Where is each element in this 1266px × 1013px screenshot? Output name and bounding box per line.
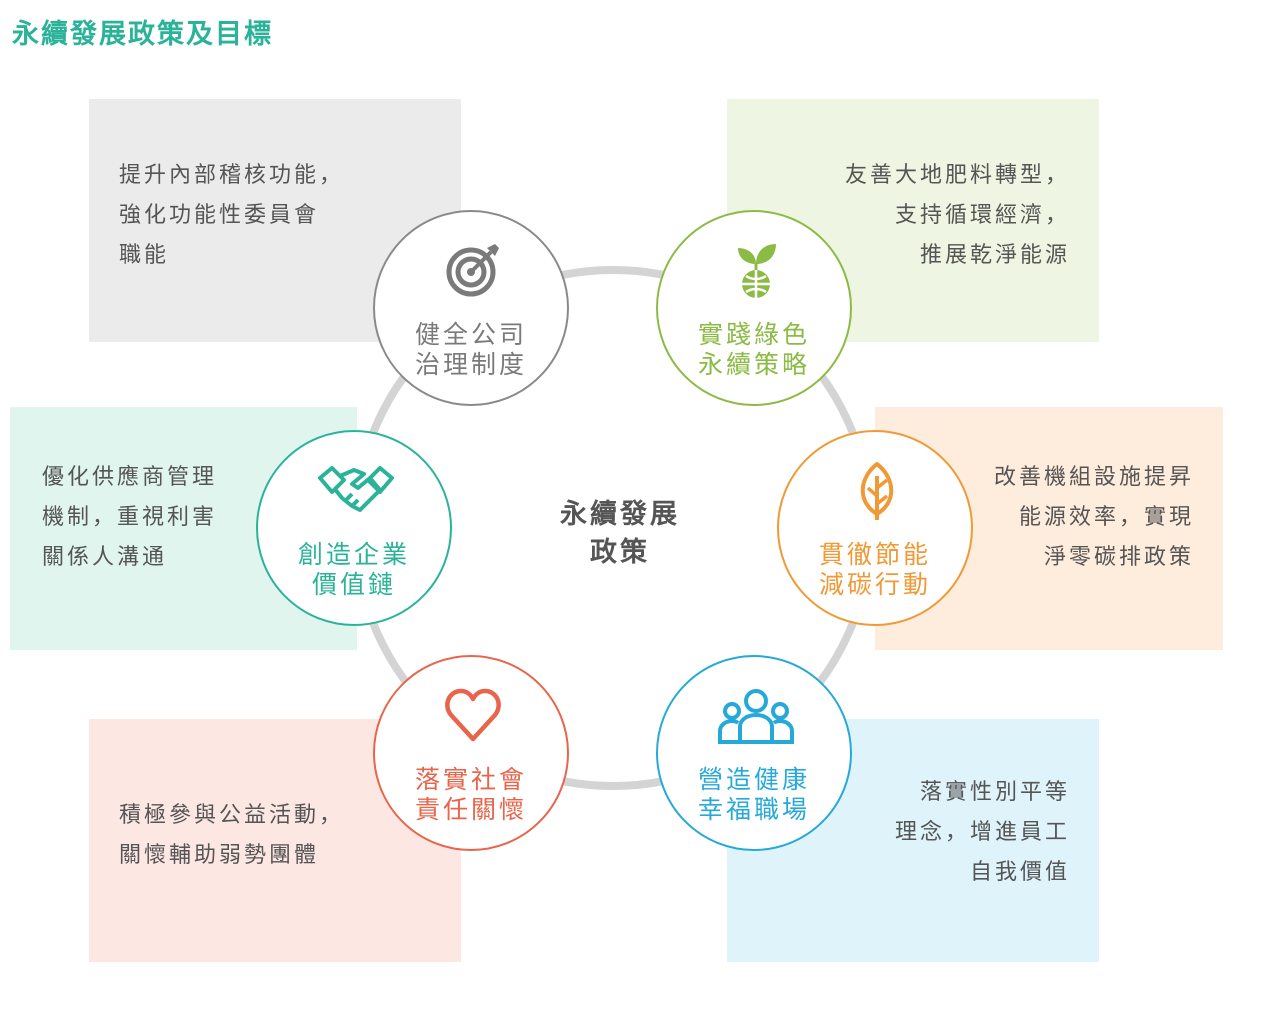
description-line: 落實性別平等 bbox=[919, 780, 1070, 805]
workplace-description: 落實性別平等 理念，增進員工 自我價值 bbox=[895, 773, 1070, 893]
green-node: 實踐綠色 永續策略 bbox=[656, 210, 852, 406]
node-label: 責任關懷 bbox=[414, 795, 527, 824]
description-line: 積極參與公益活動， bbox=[119, 803, 345, 828]
value-chain-node: 創造企業 價值鏈 bbox=[256, 430, 452, 626]
people-group-icon bbox=[718, 689, 794, 744]
node-label: 價值鏈 bbox=[311, 570, 396, 599]
description-line: 友善大地肥料轉型， bbox=[844, 163, 1070, 188]
handshake-icon bbox=[318, 466, 394, 512]
heart-icon bbox=[445, 688, 501, 742]
description-line: 關懷輔助弱勢團體 bbox=[119, 843, 320, 868]
governance-description: 提升內部稽核功能， 強化功能性委員會 職能 bbox=[119, 156, 344, 276]
workplace-node: 營造健康 幸福職場 bbox=[656, 655, 852, 851]
green-description: 友善大地肥料轉型， 支持循環經濟， 推展乾淨能源 bbox=[845, 156, 1070, 276]
node-label: 貫徹節能 bbox=[818, 540, 931, 569]
value-chain-description: 優化供應商管理 機制，重視利害 關係人溝通 bbox=[42, 458, 217, 578]
description-line: 淨零碳排政策 bbox=[1043, 545, 1194, 570]
description-line: 強化功能性委員會 bbox=[119, 203, 320, 228]
energy-node: 貫徹節能 減碳行動 bbox=[777, 430, 973, 626]
description-line: 優化供應商管理 bbox=[42, 465, 218, 490]
description-line: 機制，重視利害 bbox=[42, 505, 218, 530]
node-label: 治理制度 bbox=[414, 350, 527, 379]
node-label: 創造企業 bbox=[297, 540, 410, 569]
description-line: 提升內部稽核功能， bbox=[119, 163, 345, 188]
node-label: 永續策略 bbox=[697, 350, 810, 379]
description-line: 支持循環經濟， bbox=[894, 203, 1070, 228]
description-line: 改善機組設施提昇 bbox=[993, 465, 1194, 490]
node-label: 落實社會 bbox=[414, 765, 527, 794]
sprout-globe-icon bbox=[738, 244, 776, 298]
description-line: 推展乾淨能源 bbox=[919, 243, 1070, 268]
center-title-line: 永續發展 bbox=[560, 499, 680, 530]
description-line: 理念，增進員工 bbox=[894, 820, 1070, 845]
description-line: 能源效率，實現 bbox=[1018, 505, 1194, 530]
node-label: 幸福職場 bbox=[697, 795, 810, 824]
leaf-icon bbox=[860, 462, 894, 520]
node-label: 健全公司 bbox=[414, 320, 527, 349]
center-title-line: 政策 bbox=[590, 537, 650, 568]
description-line: 自我價值 bbox=[969, 860, 1070, 885]
page-title: 永續發展政策及目標 bbox=[12, 19, 273, 50]
energy-description: 改善機組設施提昇 能源效率，實現 淨零碳排政策 bbox=[994, 458, 1194, 578]
description-line: 關係人溝通 bbox=[42, 545, 168, 570]
node-label: 營造健康 bbox=[697, 765, 810, 794]
social-node: 落實社會 責任關懷 bbox=[373, 655, 569, 851]
social-description: 積極參與公益活動， 關懷輔助弱勢團體 bbox=[119, 796, 344, 876]
center-title: 永續發展 政策 bbox=[520, 496, 720, 572]
node-label: 減碳行動 bbox=[818, 570, 931, 599]
governance-node: 健全公司 治理制度 bbox=[373, 210, 569, 406]
description-line: 職能 bbox=[119, 243, 170, 268]
node-label: 實踐綠色 bbox=[697, 320, 810, 349]
target-icon bbox=[446, 244, 499, 297]
